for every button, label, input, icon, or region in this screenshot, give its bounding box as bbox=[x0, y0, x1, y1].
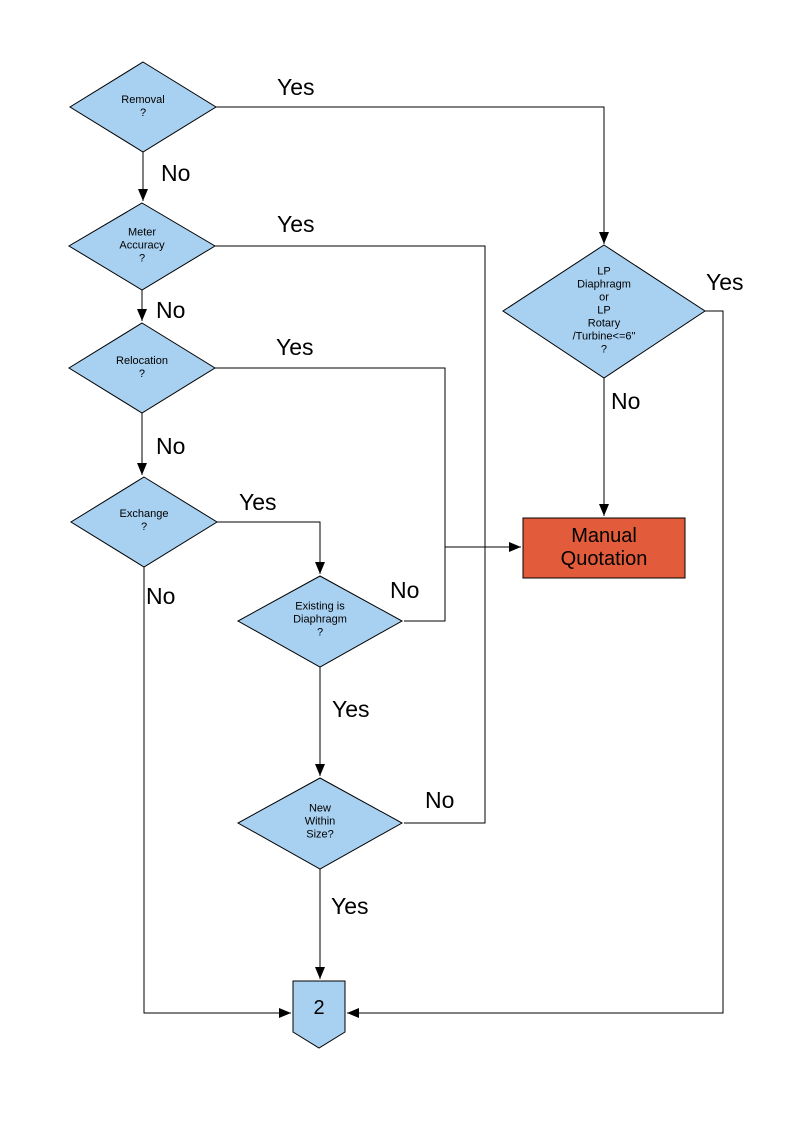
process-manual-quotation bbox=[522, 517, 686, 579]
decision-relocation bbox=[68, 322, 216, 414]
decision-existing-is-diaphragm bbox=[236, 575, 404, 668]
offpage-connector-2 bbox=[292, 980, 346, 1049]
decision-exchange bbox=[70, 476, 218, 568]
decision-meter-accuracy bbox=[68, 202, 216, 291]
edge-meter-accuracy-yes-and-new-within-size-no bbox=[215, 245, 486, 824]
decision-removal bbox=[69, 61, 217, 153]
decision-lp-meter-type bbox=[502, 244, 706, 379]
edge-relocation-yes-and-existing-no bbox=[215, 367, 446, 622]
nodes-group bbox=[68, 61, 706, 1049]
edge-lp-yes bbox=[347, 310, 724, 1018]
edges-group bbox=[137, 106, 724, 1018]
decision-new-within-size bbox=[236, 777, 404, 870]
edge-exchange-no bbox=[143, 567, 291, 1018]
edge-exchange-yes bbox=[217, 521, 325, 574]
edge-removal-yes bbox=[216, 106, 609, 244]
